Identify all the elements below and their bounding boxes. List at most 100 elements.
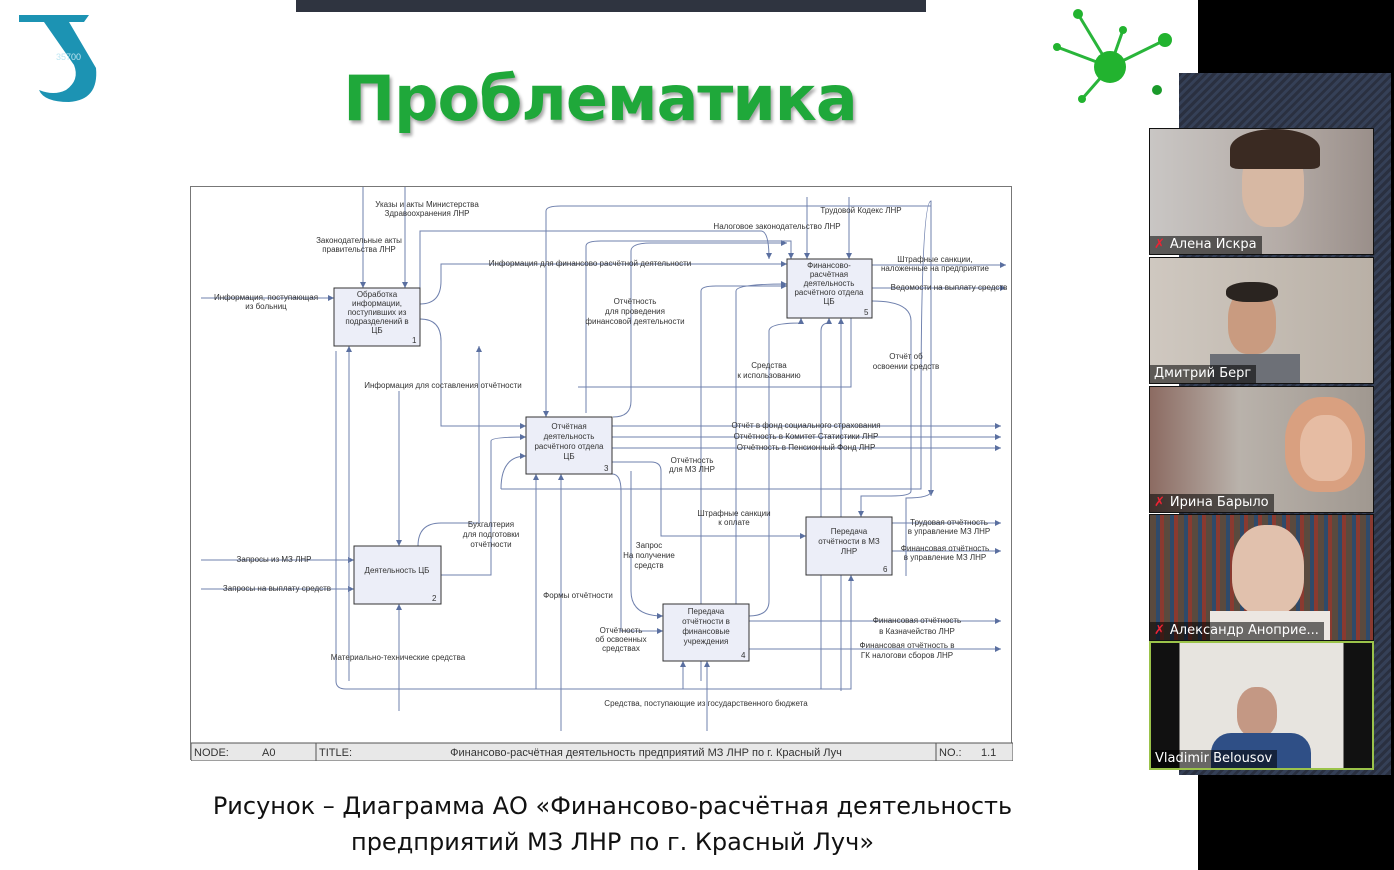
diagram-text: Ведомости на выплату средств xyxy=(891,283,1008,292)
video-tile-active-speaker[interactable]: Vladimir Belousov xyxy=(1149,641,1374,770)
diagram-text: Средства xyxy=(751,361,787,370)
diagram-text: Отчётность в Комитет Статистики ЛНР xyxy=(734,432,879,441)
diagram-text: Средства, поступающие из государственног… xyxy=(604,699,808,708)
diagram-text: 4 xyxy=(741,651,746,660)
diagram-footer: NODE: A0 TITLE: Финансово-расчётная деят… xyxy=(190,742,1014,762)
diagram-text: поступивших из xyxy=(348,308,407,317)
diagram-text: 1.1 xyxy=(981,747,996,759)
diagram-text: финансовой деятельности xyxy=(585,317,684,326)
diagram-text: 35700 xyxy=(56,52,81,62)
diagram-text: Трудовой Кодекс ЛНР xyxy=(820,206,901,215)
diagram-text: средствах xyxy=(602,644,640,653)
diagram-text: расчётная xyxy=(810,270,848,279)
diagram-text: Финансовая отчётность в xyxy=(860,641,955,650)
diagram-text: Материально-технические средства xyxy=(331,653,466,662)
diagram-text: в Казначейство ЛНР xyxy=(879,627,955,636)
slide-title: Проблематика xyxy=(343,62,857,135)
video-tile-participant[interactable]: ✗Ирина Барыло xyxy=(1149,386,1374,513)
diagram-text: Трудовая отчётность xyxy=(910,518,988,527)
diagram-text: Обработка xyxy=(357,290,398,299)
activity-box-5: Финансово-расчётнаядеятельностьрасчётног… xyxy=(786,258,873,319)
figure-caption: Рисунок – Диаграмма АО «Финансово-расчёт… xyxy=(150,788,1075,860)
diagram-text: Передача xyxy=(831,527,868,536)
diagram-text: к использованию xyxy=(737,371,800,380)
diagram-text: отчётности в xyxy=(682,617,730,626)
mic-muted-icon: ✗ xyxy=(1154,237,1165,252)
diagram-text: об освоенных xyxy=(595,635,646,644)
diagram-text: Информация, поступающая xyxy=(214,293,318,302)
video-tile-participant[interactable]: Дмитрий Берг xyxy=(1149,257,1374,384)
diagram-text: Указы и акты Министерства xyxy=(375,200,479,209)
diagram-text: ЦБ xyxy=(823,297,834,306)
diagram-text: Информация для составления отчётности xyxy=(364,381,522,390)
diagram-text: Штрафные санкции xyxy=(697,509,770,518)
diagram-text: Запросы из МЗ ЛНР xyxy=(237,555,312,564)
presentation-slide: 35700 Проблематика Об xyxy=(0,0,1198,870)
mic-muted-icon: ✗ xyxy=(1154,623,1165,638)
diagram-text: для МЗ ЛНР xyxy=(669,465,715,474)
diagram-text: отчётности xyxy=(470,540,511,549)
participant-name: Александр Аноприе... xyxy=(1169,623,1319,638)
diagram-text: деятельность xyxy=(544,432,595,441)
diagram-text: Информация для финансово расчётной деяте… xyxy=(489,259,692,268)
diagram-text: 1 xyxy=(412,336,417,345)
video-tile-participant[interactable]: ✗ Алена Искра xyxy=(1149,128,1374,255)
diagram-text: для подготовки xyxy=(463,530,519,539)
diagram-text: Отчётность в Пенсионный Фонд ЛНР xyxy=(737,443,876,452)
diagram-text: из больниц xyxy=(245,302,287,311)
diagram-text: NO.: xyxy=(939,747,962,759)
diagram-text: 5 xyxy=(864,308,869,317)
diagram-text: Отчёт в фонд социального страхования xyxy=(731,421,880,430)
arrow-labels: Указы и акты МинистерстваЗдравоохранения… xyxy=(214,200,1007,708)
diagram-text: учреждения xyxy=(684,637,729,646)
caption-line-1: Рисунок – Диаграмма АО «Финансово-расчёт… xyxy=(212,792,1013,820)
diagram-text: Финансовая отчётность xyxy=(901,544,989,553)
video-tile-participant[interactable]: ✗ Александр Аноприе... xyxy=(1149,514,1374,641)
activity-box-2: Деятельность ЦБ 2 xyxy=(353,545,442,605)
diagram-text: для проведения xyxy=(605,307,665,316)
diagram-text: Бухгалтерия xyxy=(468,520,514,529)
diagram-text: Здравоохранения ЛНР xyxy=(385,209,470,218)
diagram-text: правительства ЛНР xyxy=(322,245,395,254)
diagram-text: Формы отчётности xyxy=(543,591,613,600)
diagram-text: к оплате xyxy=(718,518,750,527)
diagram-text: Финансово-расчётная деятельность предпри… xyxy=(450,747,842,759)
diagram-text: в управление МЗ ЛНР xyxy=(908,527,991,536)
diagram-text: средств xyxy=(634,561,663,570)
participant-name: Vladimir Belousov xyxy=(1155,751,1273,766)
participant-name: Ирина Барыло xyxy=(1169,495,1269,510)
diagram-text: Отчётность xyxy=(600,626,643,635)
diagram-text: Запрос xyxy=(636,541,663,550)
diagram-text: ЛНР xyxy=(841,547,857,556)
diagram-text: 3 xyxy=(604,464,609,473)
diagram-text: Деятельность ЦБ xyxy=(365,566,430,575)
diagram-text: Отчёт об xyxy=(889,352,923,361)
diagram-text: ГК налогови сборов ЛНР xyxy=(861,651,953,660)
diagram-text: расчётного отдела xyxy=(534,442,604,451)
diagram-text: в управление МЗ ЛНР xyxy=(904,553,987,562)
caption-line-2: предприятий МЗ ЛНР по г. Красный Луч» xyxy=(351,828,874,856)
diagram-text: Отчётная xyxy=(551,422,586,431)
participant-name: Дмитрий Берг xyxy=(1154,366,1252,381)
diagram-text: ЦБ xyxy=(371,326,382,335)
university-logo: 35700 xyxy=(14,10,104,110)
diagram-text: расчётного отдела xyxy=(794,288,864,297)
diagram-text: финансовые xyxy=(682,627,730,636)
diagram-text: 6 xyxy=(883,565,888,574)
diagram-text: Финансовая отчётность xyxy=(873,616,961,625)
diagram-text: деятельность xyxy=(804,279,855,288)
diagram-text: ЦБ xyxy=(563,452,574,461)
diagram-text: На получение xyxy=(623,551,675,560)
participant-name: Алена Искра xyxy=(1169,237,1257,252)
diagram-text: NODE: xyxy=(194,747,229,759)
diagram-text: 2 xyxy=(432,594,437,603)
diagram-arrows xyxy=(201,187,1006,731)
diagram-text: Передача xyxy=(688,607,725,616)
diagram-text: Налоговое законодательство ЛНР xyxy=(713,222,840,231)
diagram-text: Отчётность xyxy=(614,297,657,306)
